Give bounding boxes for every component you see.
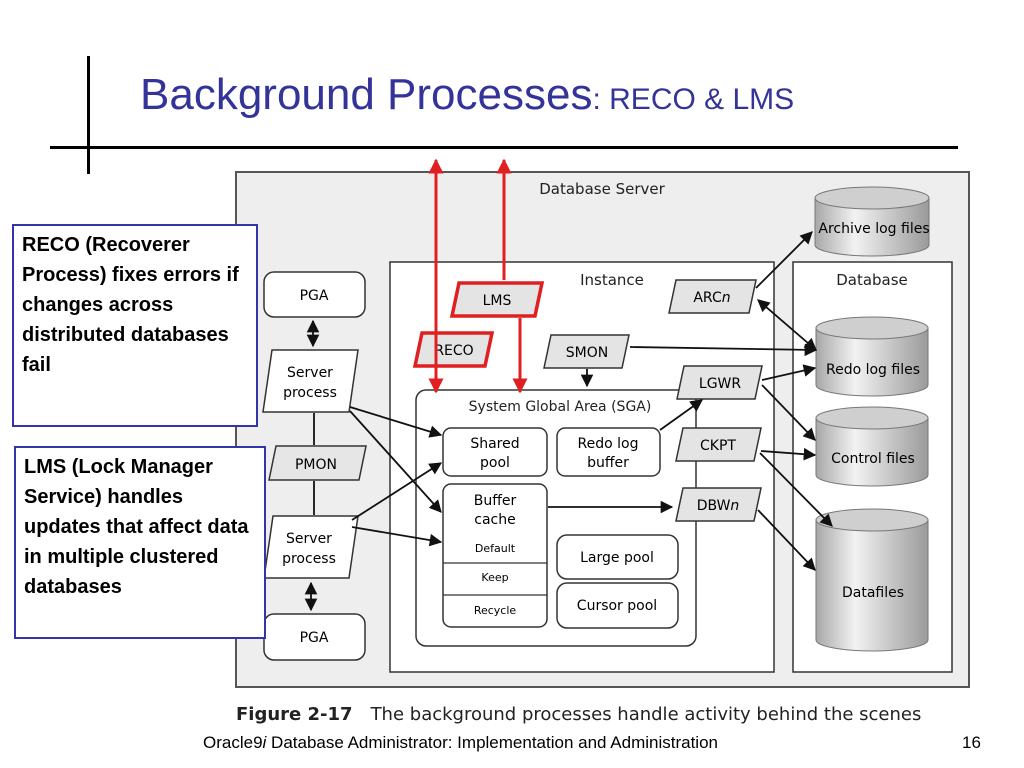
slide-title-suffix: : RECO & LMS — [592, 83, 795, 116]
arrow-ckpt-datafiles — [759, 452, 833, 527]
buffer-cache-recycle: Recycle — [474, 604, 517, 617]
server-process-top-line-1: Server — [287, 365, 333, 381]
slide-title: Background Processes: RECO & LMS — [140, 70, 794, 120]
page-number: 16 — [962, 733, 981, 752]
redo-log-buffer-line-2: buffer — [587, 455, 629, 471]
title-vertical-rule — [87, 56, 90, 174]
redo-log-files-label: Redo log files — [826, 362, 920, 378]
lms-box — [449, 281, 545, 318]
highlight-arrows — [428, 158, 528, 394]
buffer-cache-default: Default — [475, 542, 516, 555]
archive-log-files-cylinder: Archive log files — [814, 186, 930, 257]
ckpt-box — [675, 427, 762, 462]
redo-log-buffer-line-1: Redo log — [578, 436, 639, 452]
shared-pool-line-2: pool — [480, 455, 510, 471]
arrow-lgwr-control — [761, 384, 816, 441]
arrow-sga-lgwr — [659, 399, 704, 431]
buffer-cache-box — [442, 483, 548, 628]
reco-note: RECO (Recoverer Process) fixes errors if… — [12, 224, 258, 427]
lgwr-label: LGWR — [699, 376, 741, 392]
lms-note: LMS (Lock Manager Service) handles updat… — [14, 446, 266, 639]
arrow-dbwn-datafiles — [757, 509, 816, 571]
large-pool-label: Large pool — [580, 550, 654, 566]
diagram-arrows — [304, 231, 833, 612]
pga-bottom-label: PGA — [300, 630, 329, 646]
shared-pool-line-1: Shared — [470, 436, 519, 452]
smon-label: SMON — [566, 345, 608, 361]
archive-log-files-label: Archive log files — [818, 221, 929, 237]
pga-top-label: PGA — [300, 288, 329, 304]
footer-title-suffix: Database Administrator: Implementation a… — [266, 733, 718, 752]
figure-label: Figure 2-17 — [236, 704, 353, 725]
footer-title-prefix: Oracle9 — [203, 733, 263, 752]
footer-course-title: Oracle9i Database Administrator: Impleme… — [203, 733, 718, 753]
dbwn-label: DBWn — [697, 498, 740, 514]
arrow-server-bottom-shared-pool — [351, 462, 443, 521]
slide-title-main: Background Processes — [140, 70, 593, 119]
sga-label: System Global Area (SGA) — [469, 399, 652, 415]
redo-log-files-cylinder: Redo log files — [815, 316, 929, 397]
database-label: Database — [836, 271, 908, 289]
buffer-cache-line-1: Buffer — [474, 493, 517, 509]
large-pool-box — [556, 534, 679, 580]
server-process-bottom-line-1: Server — [286, 531, 332, 547]
arrow-server-bottom-buffer-cache — [351, 526, 443, 547]
lms-label: LMS — [483, 293, 512, 309]
reco-label: RECO — [434, 343, 473, 359]
database-server-label: Database Server — [539, 180, 665, 198]
buffer-cache-line-2: cache — [474, 512, 515, 528]
shared-pool-box — [442, 427, 548, 477]
control-files-cylinder: Control files — [815, 406, 929, 487]
arcn-box — [668, 279, 757, 314]
arrow-lgwr-redo — [761, 364, 817, 381]
buffer-cache-keep: Keep — [481, 571, 508, 584]
datafiles-cylinder: Datafiles — [815, 508, 929, 652]
cursor-pool-box — [556, 582, 679, 629]
figure-caption-text: The background processes handle activity… — [370, 704, 922, 725]
pmon-box — [268, 445, 367, 481]
server-process-bottom-line-2: process — [282, 551, 336, 567]
arrow-ckpt-control — [760, 447, 817, 461]
arrow-server-top-shared-pool — [349, 406, 443, 438]
ckpt-label: CKPT — [700, 438, 736, 454]
cursor-pool-label: Cursor pool — [577, 598, 657, 614]
pmon-label: PMON — [295, 457, 337, 473]
pga-top-box — [263, 271, 366, 318]
server-process-top-box — [262, 349, 359, 413]
arrow-server-top-buffer-cache — [349, 410, 442, 513]
server-process-top-line-2: process — [283, 385, 337, 401]
redo-log-buffer-box — [556, 427, 661, 477]
server-process-bottom-box — [263, 515, 359, 579]
lgwr-box — [676, 365, 763, 400]
arrow-arcn-archive — [755, 231, 813, 289]
control-files-label: Control files — [831, 451, 915, 467]
dbwn-box — [675, 487, 762, 522]
footer-title-italic: i — [262, 733, 267, 752]
smon-box — [543, 334, 630, 369]
datafiles-label: Datafiles — [842, 585, 904, 601]
arrow-arcn-redo — [757, 299, 817, 351]
instance-label: Instance — [580, 271, 644, 289]
figure-caption: Figure 2-17 The background processes hand… — [236, 704, 921, 725]
title-horizontal-rule — [50, 146, 958, 149]
arcn-label: ARCn — [693, 290, 730, 306]
